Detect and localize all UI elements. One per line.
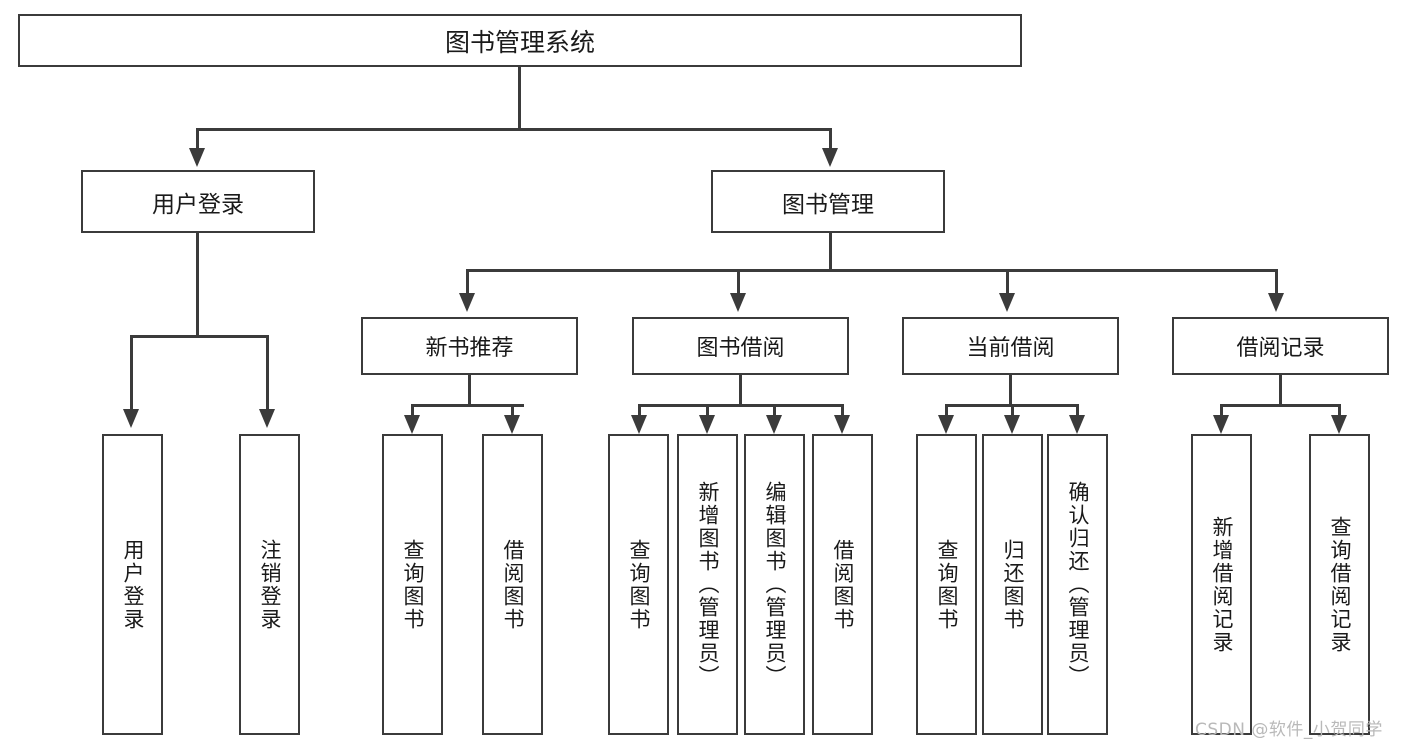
arrow-to-borrow-record xyxy=(1268,293,1284,312)
arrow-new-book-leaf-1 xyxy=(404,415,420,434)
connector-user-login-split-bar xyxy=(130,335,269,338)
connector-borrow-record-leaf-1 xyxy=(1220,404,1223,418)
arrow-current-borrow-leaf-1 xyxy=(938,415,954,434)
connector-book-borrow-leaf-4 xyxy=(841,404,844,418)
connector-current-borrow-leaf-3 xyxy=(1076,404,1079,418)
connector-book-borrow-leaf-3 xyxy=(773,404,776,418)
leaf-logout[interactable]: 注销登录 xyxy=(239,434,300,735)
connector-to-current-borrow xyxy=(1006,269,1009,295)
leaf-edit-book-admin[interactable]: 编辑图书（管理员） xyxy=(744,434,805,735)
arrow-to-book-borrow xyxy=(730,293,746,312)
arrow-current-borrow-leaf-2 xyxy=(1004,415,1020,434)
connector-book-borrow-leaf-2 xyxy=(706,404,709,418)
connector-new-book-leaf-1 xyxy=(411,404,414,418)
connector-book-borrow-split-bar xyxy=(638,404,844,407)
leaf-query-borrow-record[interactable]: 查询借阅记录 xyxy=(1309,434,1370,735)
leaf-borrow-book-new[interactable]: 借阅图书 xyxy=(482,434,543,735)
leaf-label: 新增借阅记录 xyxy=(1210,515,1234,654)
connector-root-stem xyxy=(518,67,521,130)
arrow-borrow-record-leaf-1 xyxy=(1213,415,1229,434)
arrow-book-borrow-leaf-2 xyxy=(699,415,715,434)
node-label: 图书管理系统 xyxy=(444,27,595,57)
node-label: 借阅记录 xyxy=(1236,336,1325,361)
node-label: 新书推荐 xyxy=(425,336,514,361)
leaf-label: 用户登录 xyxy=(121,538,145,631)
connector-root-to-user-login xyxy=(196,128,199,150)
connector-user-login-right xyxy=(266,335,269,411)
leaf-add-borrow-record[interactable]: 新增借阅记录 xyxy=(1191,434,1252,735)
node-new-book-recommend[interactable]: 新书推荐 xyxy=(361,317,578,375)
node-book-borrow[interactable]: 图书借阅 xyxy=(632,317,849,375)
leaf-label: 查询图书 xyxy=(935,538,959,631)
arrow-new-book-leaf-2 xyxy=(504,415,520,434)
node-label: 图书管理 xyxy=(782,191,874,218)
connector-new-book-split-bar xyxy=(411,404,524,407)
leaf-label: 确认归还（管理员） xyxy=(1066,481,1090,688)
leaf-label: 查询借阅记录 xyxy=(1328,515,1352,654)
leaf-label: 新增图书（管理员） xyxy=(696,481,720,688)
leaf-label: 注销登录 xyxy=(258,538,282,631)
connector-to-book-borrow xyxy=(737,269,740,295)
connector-borrow-record-stem xyxy=(1279,375,1282,406)
connector-book-management-stem xyxy=(829,233,832,271)
connector-user-login-left xyxy=(130,335,133,411)
connector-root-split-bar xyxy=(196,128,832,131)
arrow-to-new-book xyxy=(459,293,475,312)
connector-root-to-book-management xyxy=(829,128,832,150)
connector-new-book-leaf-2 xyxy=(511,404,514,418)
connector-borrow-record-leaf-2 xyxy=(1338,404,1341,418)
leaf-label: 编辑图书（管理员） xyxy=(763,481,787,688)
node-label: 图书借阅 xyxy=(696,336,785,361)
leaf-query-book-new[interactable]: 查询图书 xyxy=(382,434,443,735)
connector-current-borrow-leaf-1 xyxy=(945,404,948,418)
leaf-user-login[interactable]: 用户登录 xyxy=(102,434,163,735)
node-borrow-record[interactable]: 借阅记录 xyxy=(1172,317,1389,375)
arrow-root-to-book-management xyxy=(822,148,838,167)
connector-current-borrow-leaf-2 xyxy=(1011,404,1014,418)
arrow-book-borrow-leaf-4 xyxy=(834,415,850,434)
node-label: 用户登录 xyxy=(152,191,244,218)
arrow-current-borrow-leaf-3 xyxy=(1069,415,1085,434)
node-label: 当前借阅 xyxy=(966,336,1055,361)
arrow-to-leaf-logout xyxy=(259,409,275,428)
node-root-book-management-system[interactable]: 图书管理系统 xyxy=(18,14,1022,67)
leaf-label: 查询图书 xyxy=(627,538,651,631)
leaf-add-book-admin[interactable]: 新增图书（管理员） xyxy=(677,434,738,735)
leaf-query-book-current[interactable]: 查询图书 xyxy=(916,434,977,735)
arrow-root-to-user-login xyxy=(189,148,205,167)
leaf-return-book[interactable]: 归还图书 xyxy=(982,434,1043,735)
leaf-label: 借阅图书 xyxy=(501,538,525,631)
leaf-label: 借阅图书 xyxy=(831,538,855,631)
arrow-borrow-record-leaf-2 xyxy=(1331,415,1347,434)
leaf-label: 查询图书 xyxy=(401,538,425,631)
connector-current-borrow-stem xyxy=(1009,375,1012,406)
csdn-watermark: CSDN @软件_小贺同学 xyxy=(1195,720,1383,740)
connector-new-book-stem xyxy=(468,375,471,406)
node-user-login[interactable]: 用户登录 xyxy=(81,170,315,233)
node-book-management[interactable]: 图书管理 xyxy=(711,170,945,233)
connector-book-borrow-leaf-1 xyxy=(638,404,641,418)
connector-book-borrow-stem xyxy=(739,375,742,406)
leaf-query-book-borrow[interactable]: 查询图书 xyxy=(608,434,669,735)
arrow-to-current-borrow xyxy=(999,293,1015,312)
connector-user-login-stem xyxy=(196,233,199,337)
connector-to-new-book xyxy=(466,269,469,295)
arrow-book-borrow-leaf-3 xyxy=(766,415,782,434)
arrow-book-borrow-leaf-1 xyxy=(631,415,647,434)
leaf-borrow-book[interactable]: 借阅图书 xyxy=(812,434,873,735)
connector-borrow-record-split-bar xyxy=(1220,404,1341,407)
leaf-confirm-return-admin[interactable]: 确认归还（管理员） xyxy=(1047,434,1108,735)
connector-level2-split-bar xyxy=(466,269,1276,272)
arrow-to-leaf-user-login xyxy=(123,409,139,428)
connector-to-borrow-record xyxy=(1275,269,1278,295)
node-current-borrow[interactable]: 当前借阅 xyxy=(902,317,1119,375)
leaf-label: 归还图书 xyxy=(1001,538,1025,631)
